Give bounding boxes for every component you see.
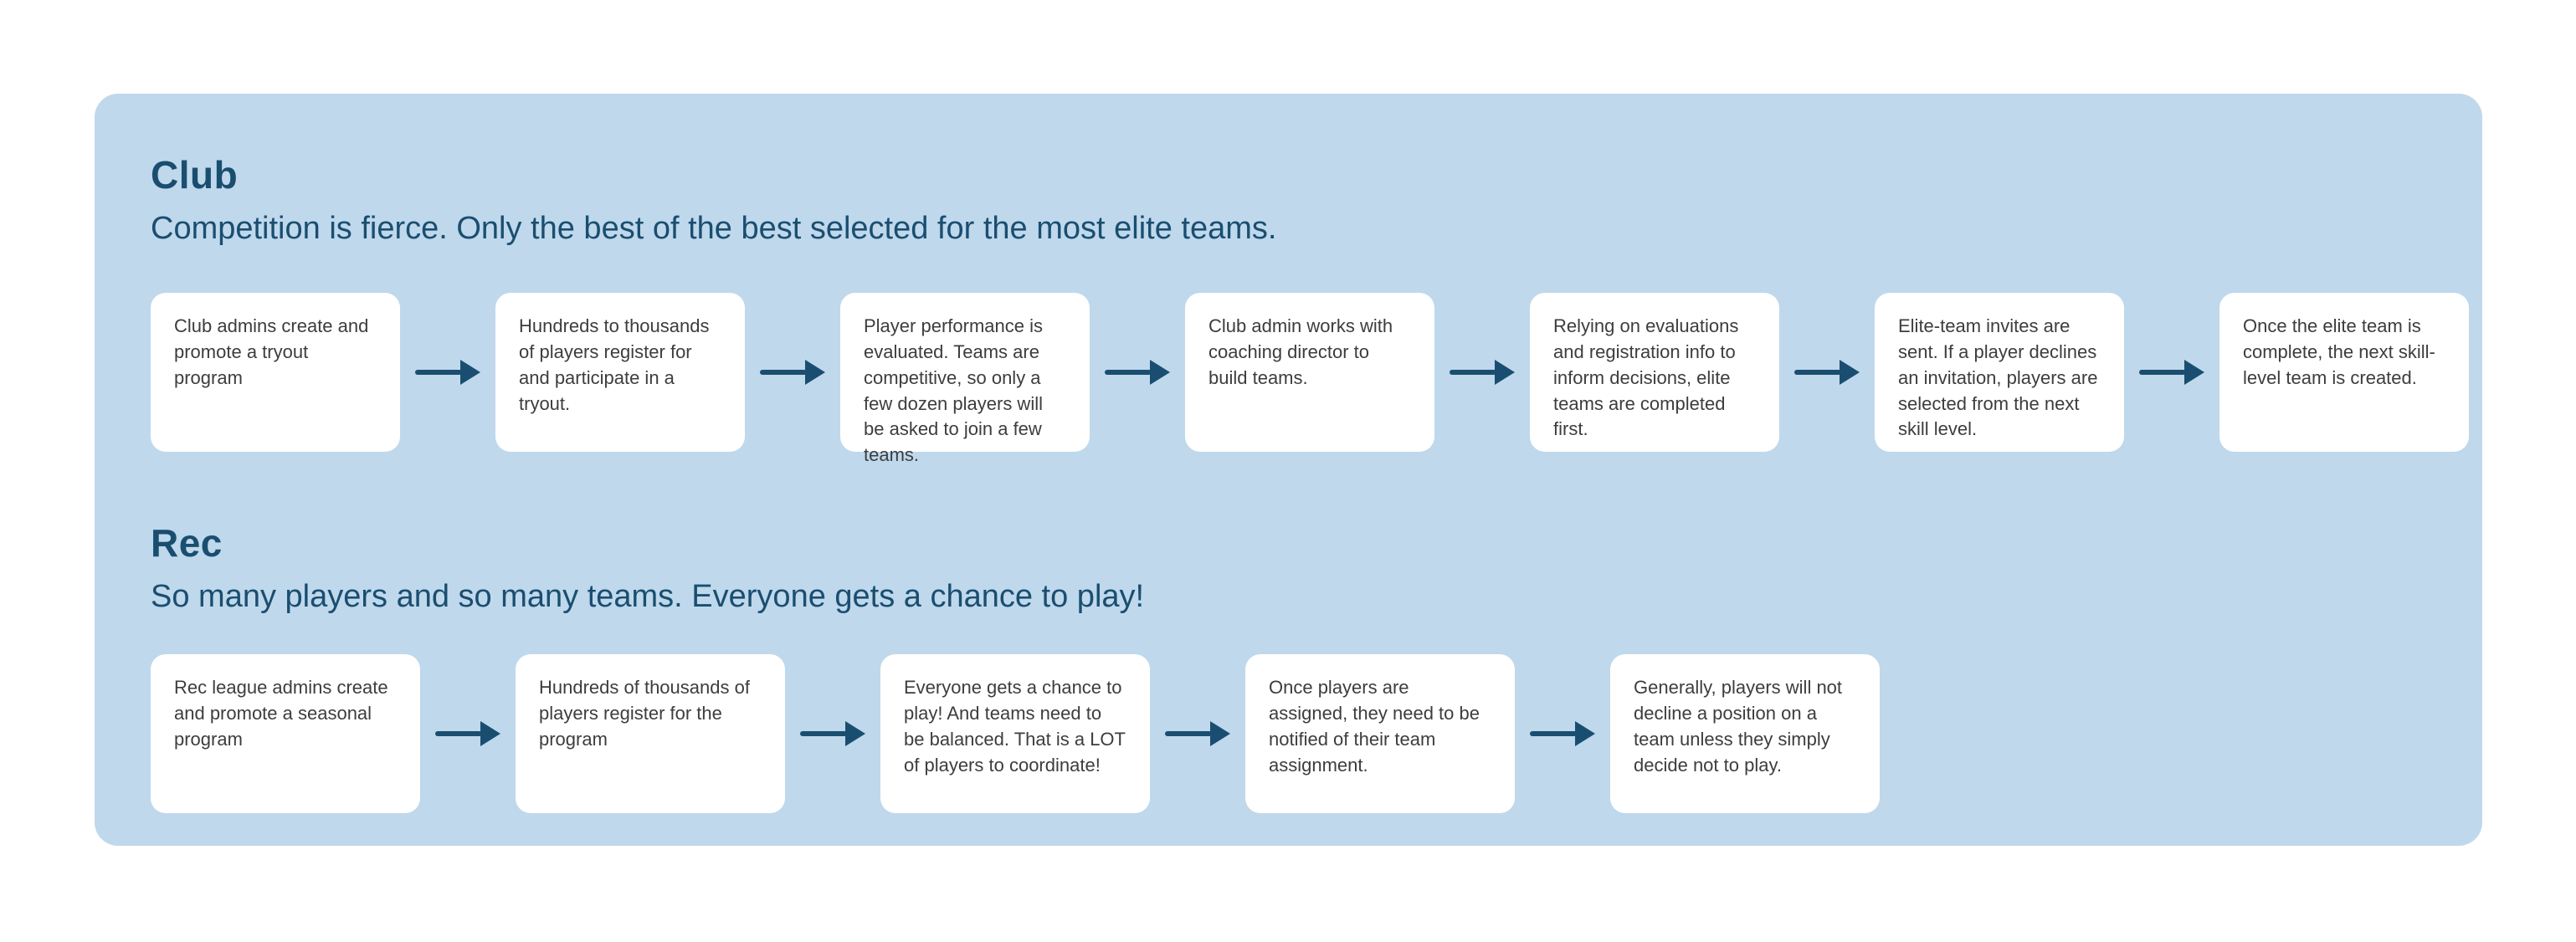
arrow-right-icon [1515, 654, 1610, 813]
arrow-line [760, 370, 807, 376]
arrow-right-icon [1434, 293, 1530, 452]
step-text: Elite-team invites are sent. If a player… [1898, 315, 2098, 440]
step-text: Hundreds to thousands of players registe… [519, 315, 710, 414]
arrow-head [480, 721, 500, 747]
step-text: Once players are assigned, they need to … [1269, 677, 1480, 776]
step-card-club-2: Hundreds to thousands of players registe… [495, 293, 745, 453]
step-text: Everyone gets a chance to play! And team… [904, 677, 1126, 776]
step-card-club-3: Player performance is evaluated. Teams a… [840, 293, 1090, 465]
section-title-rec: Rec [151, 521, 223, 566]
step-card-rec-1: Rec league admins create and promote a s… [151, 654, 420, 814]
arrow-line [800, 731, 847, 737]
step-text: Rec league admins create and promote a s… [174, 677, 388, 750]
step-text: Club admin works with coaching director … [1208, 315, 1393, 388]
arrow-line [1450, 370, 1496, 376]
arrow-right-icon [420, 654, 516, 813]
step-text: Club admins create and promote a tryout … [174, 315, 369, 388]
section-subtitle-rec: So many players and so many teams. Every… [151, 578, 1145, 614]
arrow-right-icon [400, 293, 495, 452]
arrow-head [845, 721, 865, 747]
step-text: Relying on evaluations and registration … [1553, 315, 1739, 440]
arrow-right-icon [745, 293, 840, 452]
step-card-club-1: Club admins create and promote a tryout … [151, 293, 400, 453]
step-card-rec-4: Once players are assigned, they need to … [1245, 654, 1515, 814]
step-card-rec-5: Generally, players will not decline a po… [1610, 654, 1880, 814]
arrow-head [1210, 721, 1230, 747]
step-card-club-5: Relying on evaluations and registration … [1530, 293, 1779, 453]
arrow-line [1105, 370, 1152, 376]
section-subtitle-club: Competition is fierce. Only the best of … [151, 210, 1277, 246]
arrow-right-icon [1150, 654, 1245, 813]
section-rec: Rec So many players and so many teams. Ev… [151, 521, 2482, 814]
step-card-club-6: Elite-team invites are sent. If a player… [1875, 293, 2124, 453]
section-title-club: Club [151, 153, 239, 197]
step-card-rec-2: Hundreds of thousands of players registe… [516, 654, 785, 814]
flow-row-rec: Rec league admins create and promote a s… [151, 654, 2482, 814]
step-text: Hundreds of thousands of players registe… [539, 677, 750, 750]
step-card-club-7: Once the elite team is complete, the nex… [2219, 293, 2469, 453]
arrow-right-icon [785, 654, 880, 813]
step-text: Player performance is evaluated. Teams a… [864, 315, 1043, 466]
step-card-rec-3: Everyone gets a chance to play! And team… [880, 654, 1150, 814]
step-card-club-4: Club admin works with coaching director … [1185, 293, 1434, 453]
arrow-right-icon [1090, 293, 1185, 452]
arrow-right-icon [2124, 293, 2219, 452]
arrow-line [1530, 731, 1577, 737]
arrow-head [1840, 360, 1860, 386]
arrow-head [1495, 360, 1515, 386]
step-text: Once the elite team is complete, the nex… [2243, 315, 2435, 388]
arrow-head [2184, 360, 2204, 386]
arrow-head [460, 360, 480, 386]
step-text: Generally, players will not decline a po… [1634, 677, 1843, 776]
arrow-head [1575, 721, 1595, 747]
arrow-head [1150, 360, 1170, 386]
arrow-line [1165, 731, 1212, 737]
arrow-head [805, 360, 825, 386]
flow-row-club: Club admins create and promote a tryout … [151, 293, 2482, 465]
arrow-right-icon [1779, 293, 1875, 452]
arrow-line [2139, 370, 2186, 376]
arrow-line [415, 370, 462, 376]
arrow-line [435, 731, 482, 737]
arrow-line [1794, 370, 1841, 376]
